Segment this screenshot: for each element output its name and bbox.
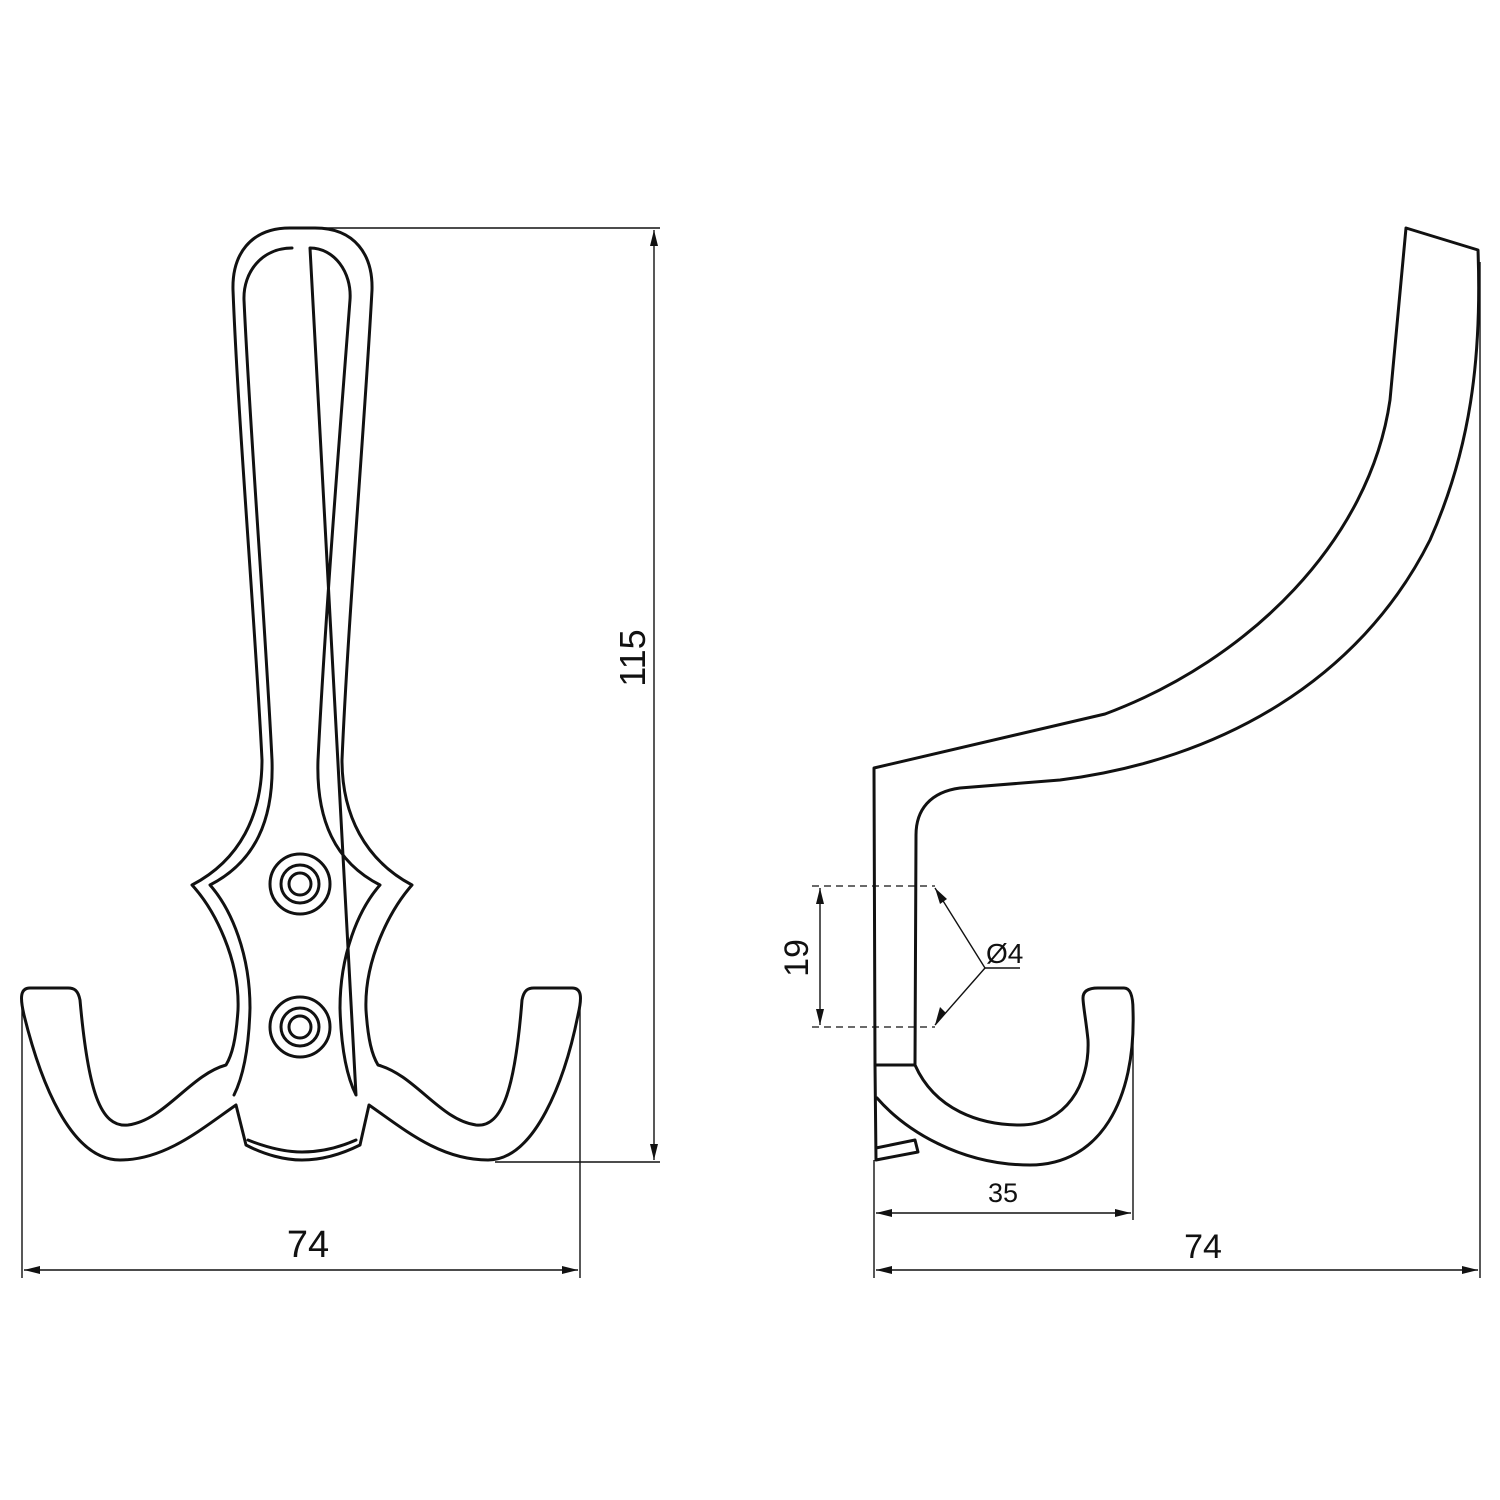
side-plate-bottom: [873, 1063, 920, 1162]
front-base-inner: [246, 1138, 358, 1154]
arrow-head: [816, 1009, 824, 1025]
side-hook-outline: [872, 226, 1481, 1067]
arrow-head: [650, 230, 658, 246]
arrow-head: [876, 1209, 892, 1217]
screw-hole-bottom: [268, 995, 332, 1059]
total-depth-label: 74: [1184, 1228, 1222, 1266]
arrow-head: [562, 1266, 578, 1274]
front-hook-outline: [20, 226, 582, 1162]
front-hook-inner: [208, 246, 382, 1097]
side-lower-hook: [875, 986, 1135, 1167]
arrow-head: [1462, 1266, 1478, 1274]
front-width-label: 74: [287, 1224, 329, 1266]
arrow-head: [935, 1007, 946, 1025]
hole-spacing-label: 19: [778, 939, 816, 977]
arrow-head: [1115, 1209, 1131, 1217]
arrow-head: [650, 1144, 658, 1160]
arrow-head: [935, 888, 947, 904]
front-height-label: 115: [612, 629, 653, 686]
arrow-head: [876, 1266, 892, 1274]
hook-depth-label: 35: [988, 1178, 1018, 1208]
arrow-head: [24, 1266, 40, 1274]
hole-diameter-label: Ø4: [986, 938, 1023, 969]
screw-hole-top: [268, 852, 332, 916]
side-view: 19 Ø4 35 74: [778, 226, 1481, 1278]
front-view: 115 74: [20, 226, 660, 1278]
arrow-head: [816, 888, 824, 904]
